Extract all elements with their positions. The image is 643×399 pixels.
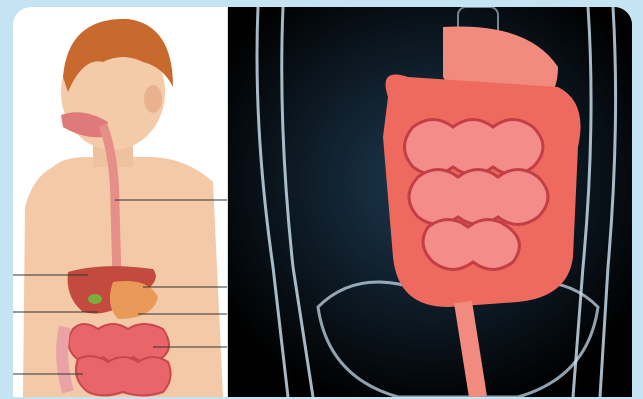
xray-digestive-image [228, 7, 632, 397]
ear-shape [144, 85, 162, 113]
child-anatomy-illustration [13, 7, 227, 397]
xray-digestive-svg [228, 7, 632, 397]
child-anatomy-svg [13, 7, 227, 397]
large-intestine-shape [62, 327, 68, 392]
small-intestine-shape [68, 324, 170, 396]
gallbladder-shape [88, 294, 102, 304]
